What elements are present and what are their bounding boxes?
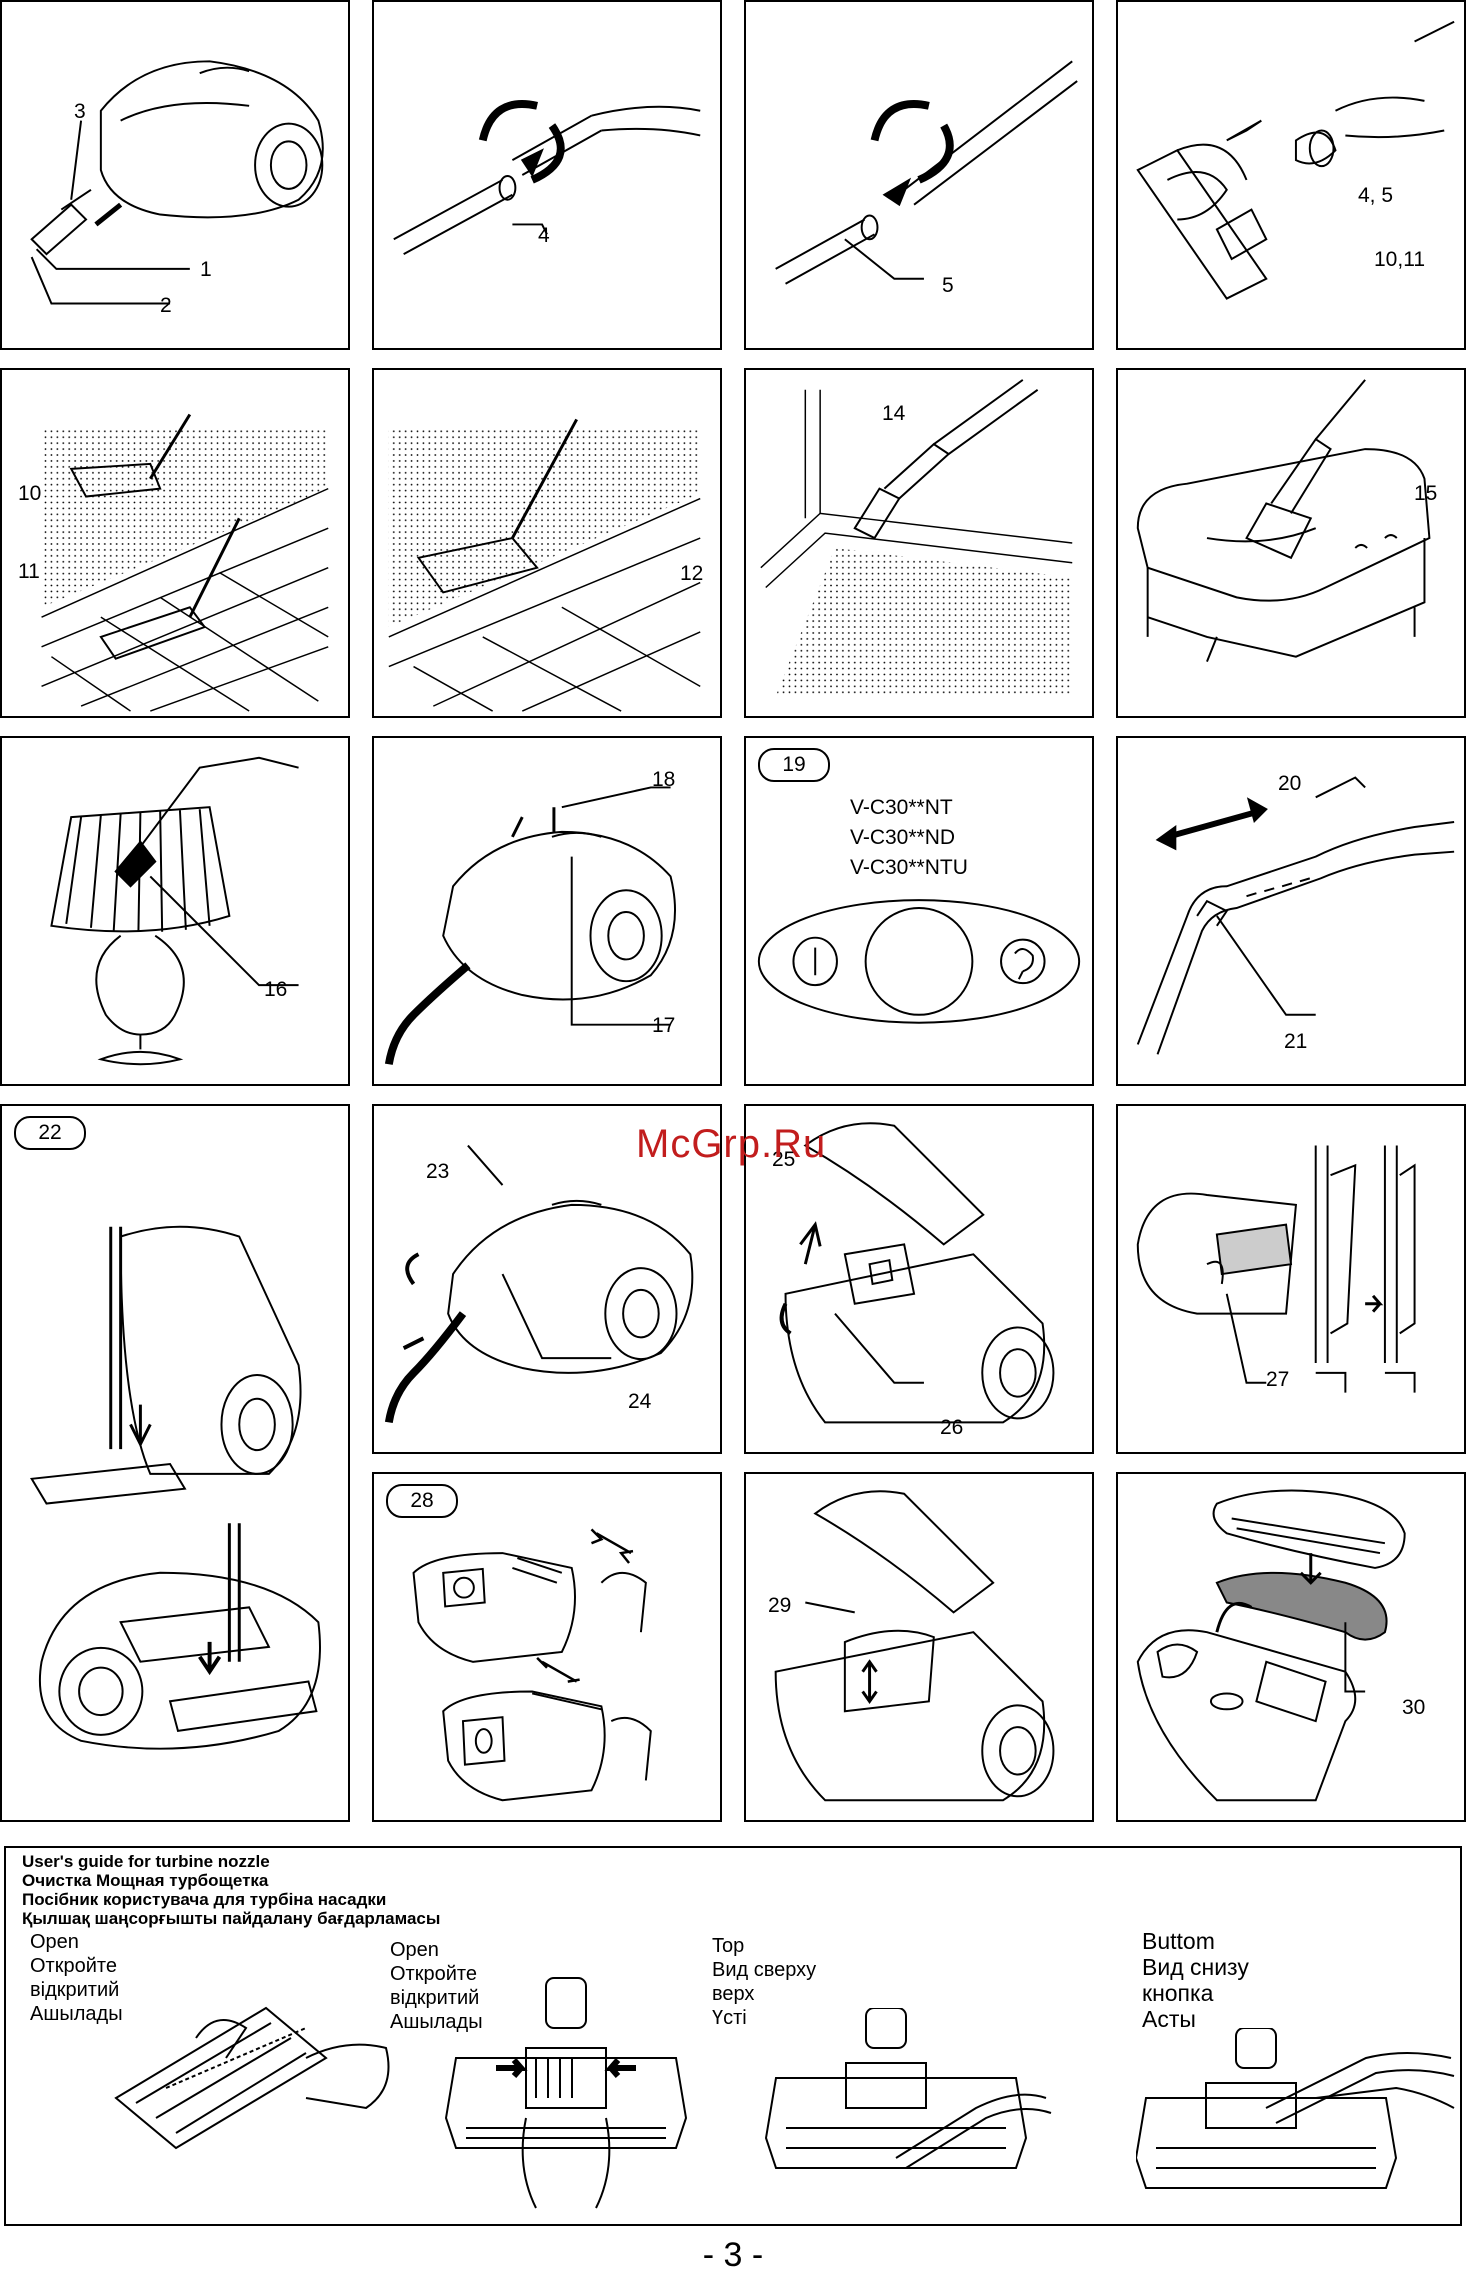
model-name: V-C30**ND bbox=[850, 826, 956, 849]
callout-30: 30 bbox=[1402, 1696, 1426, 1719]
control-panel-diagram bbox=[757, 899, 1081, 1024]
panel-dust-bag-remove: 25 26 bbox=[744, 1104, 1094, 1454]
callout-27: 27 bbox=[1266, 1368, 1290, 1391]
callout-25: 25 bbox=[772, 1148, 796, 1171]
tube-rotate-illustration bbox=[393, 100, 701, 255]
bag-insert-illustration bbox=[774, 1490, 1055, 1802]
guide-title: Қылшақ шаңсорғышты пайдалану бағдарламас… bbox=[22, 1909, 441, 1928]
callout-18: 18 bbox=[652, 768, 676, 791]
callout-29: 29 bbox=[768, 1594, 792, 1617]
callout-4-5: 4, 5 bbox=[1358, 184, 1394, 207]
callout-5: 5 bbox=[942, 274, 954, 297]
callout-23: 23 bbox=[426, 1160, 450, 1183]
panel-power-buttons: 18 17 bbox=[372, 736, 722, 1086]
panel-bag-insert: 29 bbox=[744, 1472, 1094, 1822]
storage-illustration bbox=[30, 1225, 321, 1750]
floor-nozzle-illustration bbox=[41, 413, 329, 712]
exhaust-filter-illustration bbox=[1136, 1489, 1406, 1802]
callout-11: 11 bbox=[18, 560, 40, 583]
turbine-buttons-illustration bbox=[444, 1977, 688, 2209]
step-caption: Open Откройте відкритий Ашылады bbox=[390, 1939, 483, 2033]
panel-carpet-nozzle: 12 bbox=[372, 368, 722, 718]
callout-16: 16 bbox=[264, 978, 288, 1001]
callout-26: 26 bbox=[940, 1416, 964, 1439]
callout-15: 15 bbox=[1414, 482, 1438, 505]
cord-rewind-icon bbox=[1000, 938, 1046, 985]
dust-bag-illustration bbox=[412, 1528, 652, 1802]
turbine-bottom-illustration bbox=[1136, 2028, 1455, 2189]
panel-lamp-brush: 16 bbox=[0, 736, 350, 1086]
figure-badge-28: 28 bbox=[386, 1484, 458, 1518]
panel-filter-holder: 27 bbox=[1116, 1104, 1466, 1454]
step-caption: Open Откройте відкритий Ашылады bbox=[30, 1931, 123, 2025]
guide-title: User's guide for turbine nozzle bbox=[22, 1852, 270, 1871]
panel-exhaust-filter: 30 bbox=[1116, 1472, 1466, 1822]
callout-3: 3 bbox=[74, 100, 86, 123]
watermark: McGrp.Ru bbox=[636, 1122, 827, 1166]
panel-storage-position: 22 bbox=[0, 1104, 350, 1822]
callout-1: 1 bbox=[200, 258, 212, 281]
model-name: V-C30**NTU bbox=[850, 856, 968, 879]
panel-crevice-tool: 14 bbox=[744, 368, 1094, 718]
guide-title: Посібник користувача для турбіна насадки bbox=[22, 1890, 387, 1909]
handle-slider-illustration bbox=[1136, 776, 1455, 1055]
carpet-nozzle-illustration bbox=[388, 418, 701, 712]
panel-nozzle-attach: 4, 5 10,11 bbox=[1116, 0, 1466, 350]
turbine-open-illustration bbox=[114, 2006, 390, 2150]
guide-title: Очистка Мощная турбощетка bbox=[22, 1871, 269, 1890]
panel-hose-connect: 3 1 2 bbox=[0, 0, 350, 350]
callout-10-11: 10,11 bbox=[1374, 248, 1425, 271]
callout-12: 12 bbox=[680, 562, 704, 585]
panel-suction-slider: 20 21 bbox=[1116, 736, 1466, 1086]
panel-upholstery-tool: 15 bbox=[1116, 368, 1466, 718]
filter-holder-illustration bbox=[1136, 1145, 1416, 1393]
callout-4: 4 bbox=[538, 224, 550, 247]
vacuum-hose-illustration bbox=[30, 60, 324, 305]
callout-20: 20 bbox=[1278, 772, 1302, 795]
callout-10: 10 bbox=[18, 482, 42, 505]
callout-17: 17 bbox=[652, 1014, 676, 1037]
open-cover-illustration bbox=[384, 1144, 694, 1424]
panel-dust-bag-seal: 28 bbox=[372, 1472, 722, 1822]
panel-open-cover: 23 24 bbox=[372, 1104, 722, 1454]
panel-control-buttons: 19 V-C30**NT V-C30**ND V-C30**NTU bbox=[744, 736, 1094, 1086]
callout-24: 24 bbox=[628, 1390, 652, 1413]
step-caption: Buttom Вид снизу кнопка Асты bbox=[1142, 1928, 1249, 2032]
nozzle-hands-illustration bbox=[1136, 20, 1455, 300]
figure-badge-22: 22 bbox=[14, 1116, 86, 1150]
panel-floor-nozzle: 10 11 bbox=[0, 368, 350, 718]
lamp-brush-illustration bbox=[50, 756, 299, 1066]
sofa-tool-illustration bbox=[1136, 379, 1431, 662]
model-name: V-C30**NT bbox=[850, 796, 953, 819]
step-caption: Top Вид сверху верх Үсті bbox=[712, 1935, 817, 2029]
panel-tube-attach: 4 bbox=[372, 0, 722, 350]
turbine-top-illustration bbox=[764, 2008, 1052, 2169]
callout-21: 21 bbox=[1284, 1030, 1308, 1053]
page-number: - 3 - bbox=[702, 2236, 764, 2274]
panel-tube-extend: 5 bbox=[744, 0, 1094, 350]
callout-14: 14 bbox=[882, 402, 906, 425]
dust-bag-compartment-illustration bbox=[779, 1122, 1055, 1424]
power-icon bbox=[792, 936, 838, 987]
crevice-tool-illustration bbox=[760, 379, 1073, 697]
callout-2: 2 bbox=[160, 294, 172, 317]
figure-badge-19: 19 bbox=[758, 748, 830, 782]
turbine-nozzle-guide: User's guide for turbine nozzle Очистка … bbox=[4, 1846, 1462, 2226]
tube-extend-illustration bbox=[775, 60, 1078, 285]
vacuum-top-buttons-illustration bbox=[384, 786, 676, 1065]
